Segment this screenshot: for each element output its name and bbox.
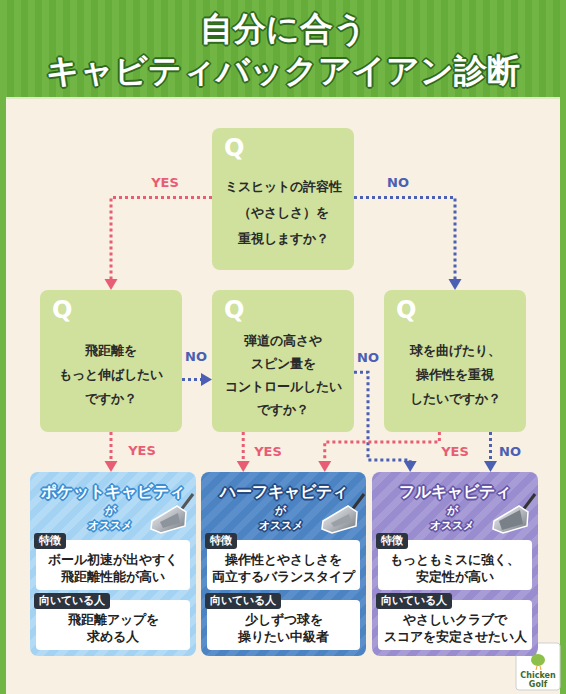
info-text: 操作性とやさしさを 両立するバランスタイプ bbox=[210, 551, 358, 585]
edge-label: NO bbox=[357, 350, 379, 366]
text-area: やさしいクラブで スコアを安定させたい人 bbox=[378, 606, 532, 650]
edge-label: NO bbox=[499, 444, 521, 460]
text-area: 操作性とやさしさを 両立するバランスタイプ bbox=[207, 546, 360, 590]
question-mark: Q bbox=[224, 296, 244, 324]
info-tag: 特徴 bbox=[376, 533, 408, 549]
dotted-line bbox=[489, 432, 492, 463]
arrow-head bbox=[449, 279, 462, 290]
dotted-line bbox=[182, 378, 203, 381]
question-text: 弾道の高さや スピン量を コントロールしたい ですか？ bbox=[218, 329, 348, 421]
flow-connector bbox=[484, 432, 497, 472]
info-box: 特徴もっともミスに強く、 安定性が高い bbox=[378, 540, 532, 590]
flow-connector bbox=[354, 198, 462, 290]
dotted-line bbox=[110, 432, 113, 463]
info-box: 向いている人飛距離アップを 求める人 bbox=[36, 600, 190, 650]
info-text: 飛距離アップを 求める人 bbox=[53, 611, 173, 645]
question-box: Q 球を曲げたり、 操作性を重視 したいですか？ bbox=[384, 290, 526, 432]
card-subtitle: が オススメ bbox=[426, 503, 478, 533]
info-text: もっともミスに強く、 安定性が高い bbox=[381, 551, 529, 585]
result-card: ポケットキャビティが オススメ特徴ボール初速が出やすく 飛距離性能が高い向いてい… bbox=[30, 472, 196, 656]
info-text: やさしいクラブで スコアを安定させたい人 bbox=[380, 611, 530, 645]
info-tag: 特徴 bbox=[205, 533, 237, 549]
flow-connector bbox=[105, 198, 213, 290]
result-card: ハーフキャビティが オススメ特徴操作性とやさしさを 両立するバランスタイプ向いて… bbox=[201, 472, 366, 656]
dotted-line bbox=[242, 432, 245, 463]
question-mark: Q bbox=[52, 296, 72, 324]
info-box: 向いている人少しずつ球を 操りたい中級者 bbox=[207, 600, 360, 650]
text-area: 飛距離を もっと伸ばしたい ですか？ bbox=[40, 318, 182, 432]
text-area: もっともミスに強く、 安定性が高い bbox=[378, 546, 532, 590]
info-text: ボール初速が出やすく 飛距離性能が高い bbox=[39, 551, 187, 585]
title: 自分に合う キャビティバックアイアン診断 bbox=[0, 8, 566, 92]
question-text: ミスヒットの許容性 （やさしさ）を 重視しますか？ bbox=[218, 174, 348, 252]
info-box: 特徴ボール初速が出やすく 飛距離性能が高い bbox=[36, 540, 190, 590]
dotted-line bbox=[354, 198, 455, 281]
question-mark: Q bbox=[224, 134, 244, 162]
card-subtitle: が オススメ bbox=[84, 503, 136, 533]
text-area: 少しずつ球を 操りたい中級者 bbox=[207, 606, 360, 650]
edge-label: YES bbox=[254, 444, 282, 460]
info-text: 少しずつ球を 操りたい中級者 bbox=[210, 611, 358, 645]
edge-label: NO bbox=[387, 175, 409, 191]
question-mark: Q bbox=[396, 296, 416, 324]
arrow-head bbox=[404, 461, 417, 472]
dotted-line bbox=[325, 432, 440, 463]
info-box: 向いている人やさしいクラブで スコアを安定させたい人 bbox=[378, 600, 532, 650]
arrow-head bbox=[105, 461, 118, 472]
text-area: ミスヒットの許容性 （やさしさ）を 重視しますか？ bbox=[212, 156, 354, 270]
panel bbox=[6, 97, 560, 694]
panel-edge bbox=[6, 97, 560, 99]
flow-connector bbox=[182, 373, 212, 386]
text-area: 球を曲げたり、 操作性を重視 したいですか？ bbox=[384, 318, 526, 432]
arrow-head bbox=[318, 461, 331, 472]
card-subtitle: が オススメ bbox=[255, 503, 307, 533]
question-text: 飛距離を もっと伸ばしたい ですか？ bbox=[46, 339, 176, 411]
edge-label: YES bbox=[151, 175, 179, 191]
text-area: ボール初速が出やすく 飛距離性能が高い bbox=[36, 546, 190, 590]
logo-text: Chicken Golf bbox=[516, 671, 560, 689]
question-box: Q 弾道の高さや スピン量を コントロールしたい ですか？ bbox=[212, 290, 354, 432]
text-area: 飛距離アップを 求める人 bbox=[36, 606, 190, 650]
text-area: 弾道の高さや スピン量を コントロールしたい ですか？ bbox=[212, 318, 354, 432]
flow-connector bbox=[105, 432, 118, 472]
question-box: Q 飛距離を もっと伸ばしたい ですか？ bbox=[40, 290, 182, 432]
arrow-head bbox=[105, 279, 118, 290]
question-box: Q ミスヒットの許容性 （やさしさ）を 重視しますか？ bbox=[212, 128, 354, 270]
question-text: 球を曲げたり、 操作性を重視 したいですか？ bbox=[390, 339, 520, 411]
info-tag: 向いている人 bbox=[376, 593, 452, 609]
result-card: フルキャビティが オススメ特徴もっともミスに強く、 安定性が高い向いている人やさ… bbox=[372, 472, 538, 656]
info-tag: 向いている人 bbox=[205, 593, 281, 609]
flow-connector bbox=[318, 432, 439, 472]
dotted-line bbox=[111, 198, 212, 281]
arrow-head bbox=[201, 373, 212, 386]
arrow-head bbox=[237, 461, 250, 472]
arrow-head bbox=[484, 461, 497, 472]
edge-label: YES bbox=[441, 444, 469, 460]
card-title: ポケットキャビティ bbox=[30, 482, 196, 502]
edge-label: YES bbox=[128, 443, 156, 459]
info-tag: 特徴 bbox=[34, 533, 66, 549]
edge-label: NO bbox=[185, 349, 207, 365]
card-title: フルキャビティ bbox=[372, 482, 538, 502]
card-title: ハーフキャビティ bbox=[201, 482, 366, 502]
info-box: 特徴操作性とやさしさを 両立するバランスタイプ bbox=[207, 540, 360, 590]
flow-connector bbox=[237, 432, 250, 472]
info-tag: 向いている人 bbox=[34, 593, 110, 609]
